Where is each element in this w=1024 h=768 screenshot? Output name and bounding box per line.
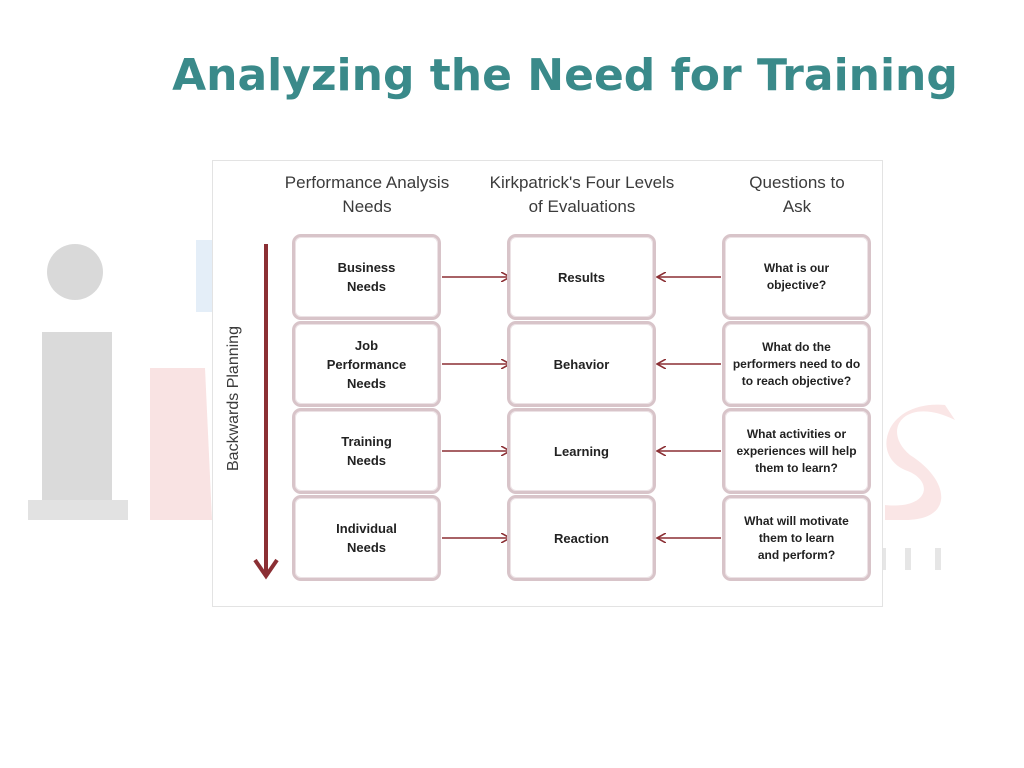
watermark-blue-bar <box>196 240 216 312</box>
watermark-dot <box>47 244 103 300</box>
watermark-gray-mark <box>880 548 886 570</box>
level-box-reaction: Reaction <box>507 495 656 581</box>
level-box-behavior: Behavior <box>507 321 656 407</box>
header-performance-analysis: Performance Analysis Needs <box>284 173 450 216</box>
need-box-training: Training Needs <box>292 408 441 494</box>
need-box-business: Business Needs <box>292 234 441 320</box>
question-box-performers: What do the performers need to do to rea… <box>722 321 871 407</box>
arrows-layer <box>253 244 721 580</box>
question-box-activities: What activities or experiences will help… <box>722 408 871 494</box>
watermark-gray-mark <box>935 548 941 570</box>
question-box-objective: What is our objective? <box>722 234 871 320</box>
need-box-individual: Individual Needs <box>292 495 441 581</box>
question-box-motivate: What will motivate them to learn and per… <box>722 495 871 581</box>
header-kirkpatrick-levels: Kirkpatrick's Four Levels of Evaluations <box>489 173 675 216</box>
page-title: Analyzing the Need for Training <box>172 50 958 101</box>
level-box-learning: Learning <box>507 408 656 494</box>
watermark-red-letter <box>150 368 212 520</box>
watermark-base <box>28 500 128 520</box>
training-needs-diagram: Performance Analysis Needs Kirkpatrick's… <box>212 160 883 607</box>
watermark-gray-mark <box>905 548 911 570</box>
header-questions: Questions to Ask <box>749 173 845 216</box>
level-box-results: Results <box>507 234 656 320</box>
watermark-red-s <box>885 404 955 520</box>
need-box-job-performance: Job Performance Needs <box>292 321 441 407</box>
watermark-stem <box>42 332 112 520</box>
